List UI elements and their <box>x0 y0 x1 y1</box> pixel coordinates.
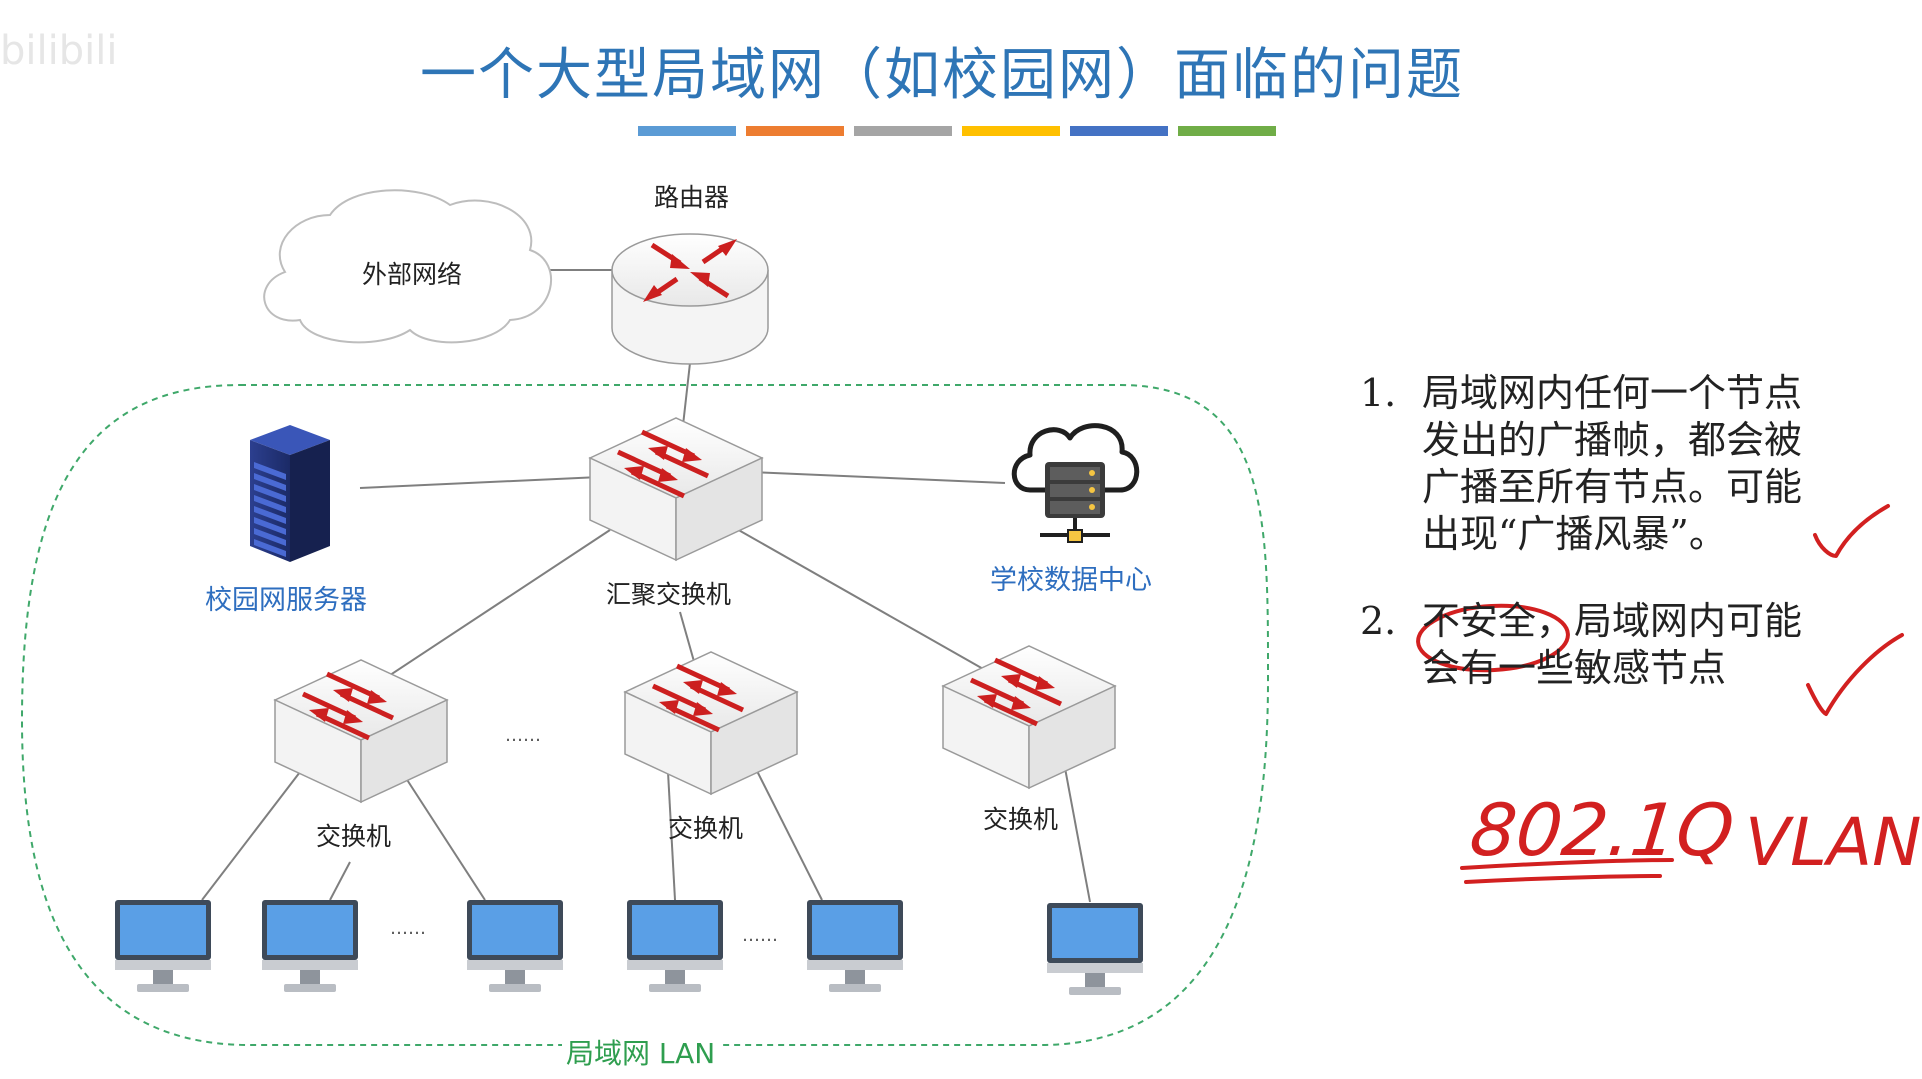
accent-bar-1 <box>638 126 736 136</box>
link-switch3-pc6 <box>1061 751 1091 903</box>
switch-label-2: 交换机 <box>668 814 744 843</box>
link-switch2-pc5 <box>754 766 823 901</box>
checkmark-1 <box>1813 504 1890 558</box>
rack-slot <box>254 473 286 491</box>
pc-icon-1 <box>115 900 211 992</box>
bilibili-watermark: bilibili <box>0 28 118 74</box>
pc-icon-6 <box>1047 903 1143 995</box>
link-core-switch1 <box>374 529 611 686</box>
router-icon <box>611 233 769 365</box>
aggregation-switch-icon <box>590 418 762 560</box>
lan-boundary <box>20 384 1270 1046</box>
data-center-icon <box>1011 423 1140 543</box>
ellipsis-switches: …… <box>505 725 541 746</box>
rack-slot <box>254 517 286 535</box>
pc-icon-4 <box>627 900 723 992</box>
rack-slot <box>254 528 286 546</box>
problem-text-1: 局域网内任何一个节点发出的广播帧，都会被广播至所有节点。可能出现“广播风暴”。 <box>1422 371 1803 556</box>
pc-icon-5 <box>807 900 903 992</box>
rack-slot <box>254 495 286 513</box>
link-core-datacenter <box>749 471 1006 484</box>
accent-bar-5 <box>1070 126 1168 136</box>
handwriting-vlan: VLAN <box>1745 804 1921 881</box>
checkmark-2 <box>1806 633 1904 716</box>
problem-number-1: 1. <box>1360 371 1397 415</box>
pc-icon-3 <box>467 900 563 992</box>
problem-number-2: 2. <box>1360 599 1397 643</box>
rack-slot <box>254 484 286 502</box>
data-center-label: 学校数据中心 <box>990 565 1152 596</box>
rack-slot <box>254 462 286 480</box>
campus-server-icon <box>250 425 330 562</box>
pc-icon-2 <box>262 900 358 992</box>
accent-bar-3 <box>854 126 952 136</box>
underline-1 <box>1460 858 1674 870</box>
accent-bar-6 <box>1178 126 1276 136</box>
external-network-label: 外部网络 <box>362 260 463 289</box>
slide-title: 一个大型局域网（如校园网）面临的问题 <box>420 43 1464 108</box>
ellipsis-pcs-1: …… <box>390 918 426 939</box>
switch-label-1: 交换机 <box>316 822 392 851</box>
problem-item-2: 2. 不安全，局域网内可能会有一些敏感节点 <box>1360 598 1920 692</box>
link-switch1-pc3 <box>401 771 486 901</box>
problem-list: 1. 局域网内任何一个节点发出的广播帧，都会被广播至所有节点。可能出现“广播风暴… <box>1360 370 1920 724</box>
underline-2 <box>1464 874 1662 884</box>
switch-icon-2 <box>625 652 797 794</box>
accent-bar-4 <box>962 126 1060 136</box>
aggregation-switch-label: 汇聚交换机 <box>606 580 732 609</box>
accent-bar-2 <box>746 126 844 136</box>
link-switch2-pc4 <box>667 771 676 901</box>
link-switch1-pc1 <box>201 771 301 901</box>
problem-item-1: 1. 局域网内任何一个节点发出的广播帧，都会被广播至所有节点。可能出现“广播风暴… <box>1360 370 1920 558</box>
hand-drawn-circle <box>1416 603 1570 673</box>
external-network-cloud <box>263 189 553 344</box>
campus-server-label: 校园网服务器 <box>205 585 367 616</box>
switch-icon-3 <box>943 646 1115 788</box>
rack-slot <box>254 506 286 524</box>
handwriting-802-1q: 802.1Q <box>1466 789 1738 873</box>
rack-slot <box>254 539 286 557</box>
router-label: 路由器 <box>654 183 730 212</box>
link-core-server <box>359 476 601 489</box>
link-core-switch2 <box>679 611 696 666</box>
link-core-switch3 <box>734 527 986 671</box>
link-switch1-pc2 <box>329 861 351 901</box>
switch-icon-1 <box>275 660 447 802</box>
switch-label-3: 交换机 <box>983 805 1059 834</box>
problem-text-2: 不安全，局域网内可能会有一些敏感节点 <box>1422 599 1803 690</box>
ellipsis-pcs-2: …… <box>742 925 778 946</box>
lan-label: 局域网 LAN <box>562 1032 720 1072</box>
